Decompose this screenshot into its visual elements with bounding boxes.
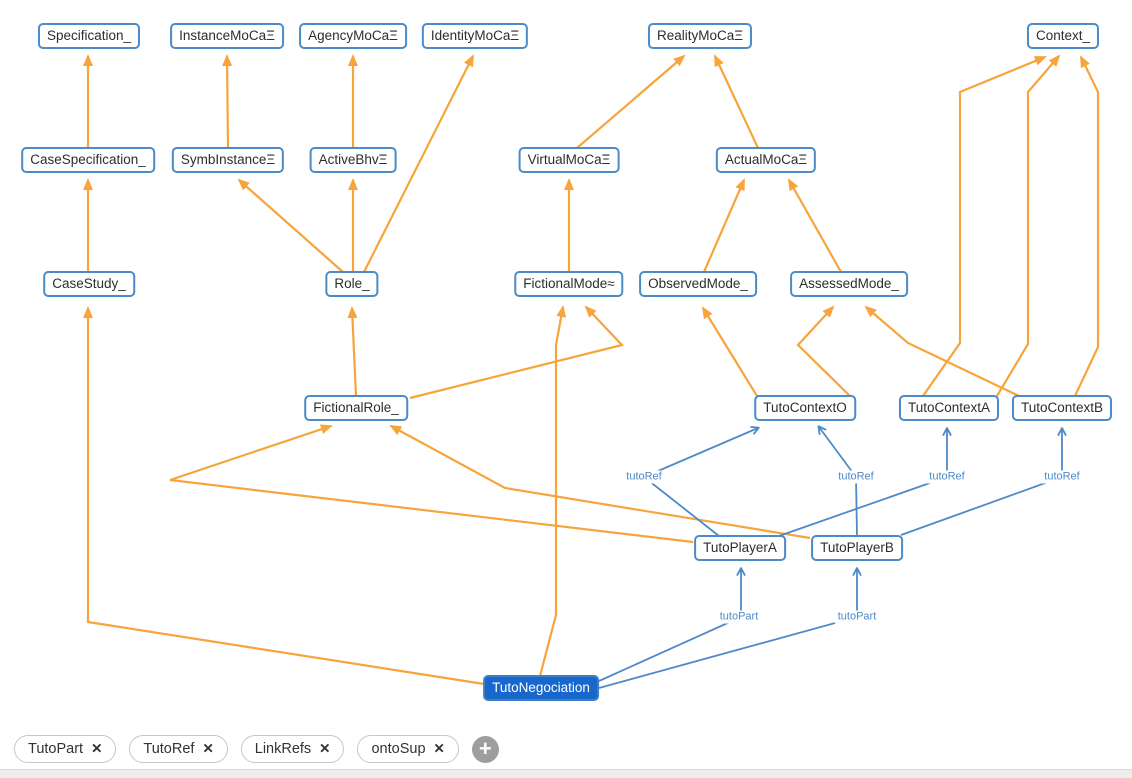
edge-tuto-context-o-observed-mode xyxy=(701,306,758,397)
node-identity-moca[interactable]: IdentityMoCaΞ xyxy=(421,23,529,49)
node-symb-instance[interactable]: SymbInstanceΞ xyxy=(171,147,285,173)
filter-chip-label: LinkRefs xyxy=(254,741,312,757)
edge-symb-instance-instance-moca xyxy=(222,54,233,149)
graph-nodes-layer: Specification_ InstanceMoCaΞ AgencyMoCaΞ Id… xyxy=(21,23,1113,701)
filter-chip-onto-sup[interactable]: ontoSup ✕ xyxy=(357,735,459,763)
node-specification[interactable]: Specification_ xyxy=(37,23,141,49)
edge-tuto-context-o-assessed-mode xyxy=(796,305,851,397)
edge-tuto-negociation-case-study xyxy=(83,306,485,686)
node-tuto-negociation[interactable]: TutoNegociation xyxy=(483,675,599,701)
edge-role-identity-moca xyxy=(363,54,474,273)
node-tuto-context-b[interactable]: TutoContextB xyxy=(1011,395,1113,421)
node-agency-moca[interactable]: AgencyMoCaΞ xyxy=(299,23,407,49)
filter-chip-tuto-ref[interactable]: TutoRef ✕ xyxy=(129,735,228,763)
node-reality-moca[interactable]: RealityMoCaΞ xyxy=(647,23,753,49)
node-case-study[interactable]: CaseStudy_ xyxy=(43,271,135,297)
edge-virtual-moca-reality-moca xyxy=(576,54,686,149)
edge-tuto-negociation-fictional-mode xyxy=(538,305,567,677)
edge-role-symb-instance xyxy=(237,178,344,273)
node-tuto-context-a[interactable]: TutoContextA xyxy=(898,395,1000,421)
edge-fictional-role-fictional-mode xyxy=(409,305,625,400)
node-tuto-player-a[interactable]: TutoPlayerA xyxy=(694,535,786,561)
remove-filter-icon[interactable]: ✕ xyxy=(91,741,103,756)
remove-filter-icon[interactable]: ✕ xyxy=(202,741,214,756)
plus-icon: + xyxy=(478,735,492,761)
node-instance-moca[interactable]: InstanceMoCaΞ xyxy=(170,23,284,49)
edge-observed-mode-actual-moca xyxy=(702,178,746,273)
node-tuto-player-b[interactable]: TutoPlayerB xyxy=(811,535,903,561)
remove-filter-icon[interactable]: ✕ xyxy=(319,741,331,756)
node-role[interactable]: Role_ xyxy=(325,271,379,297)
edge-fictional-role-role xyxy=(347,306,358,397)
filter-chip-label: TutoPart xyxy=(28,741,84,757)
node-active-bhv[interactable]: ActiveBhvΞ xyxy=(309,147,397,173)
node-case-specification[interactable]: CaseSpecification_ xyxy=(21,147,155,173)
edge-tuto-player-b-fictional-role xyxy=(389,425,811,540)
filter-chip-tuto-part[interactable]: TutoPart ✕ xyxy=(14,735,117,763)
node-observed-mode[interactable]: ObservedMode_ xyxy=(639,271,757,297)
filter-chip-label: TutoRef xyxy=(143,741,195,757)
node-fictional-role[interactable]: FictionalRole_ xyxy=(304,395,408,421)
edge-tuto-context-b-context xyxy=(1074,55,1100,397)
node-assessed-mode[interactable]: AssessedMode_ xyxy=(790,271,908,297)
edge-assessed-mode-actual-moca xyxy=(788,178,842,273)
edge-tuto-player-a-fictional-role xyxy=(169,424,694,544)
filter-bar: TutoPart ✕ TutoRef ✕ LinkRefs ✕ ontoSup ✕ + xyxy=(0,729,1132,769)
node-actual-moca[interactable]: ActualMoCaΞ xyxy=(715,147,817,173)
bottom-panel-edge xyxy=(0,769,1132,778)
node-fictional-mode[interactable]: FictionalMode≈ xyxy=(514,271,624,297)
edge-tuto-context-b-assessed-mode xyxy=(864,305,1020,397)
node-context[interactable]: Context_ xyxy=(1026,23,1100,49)
node-tuto-context-o[interactable]: TutoContextO xyxy=(754,395,856,421)
edge-actual-moca-reality-moca xyxy=(714,54,759,149)
add-filter-button[interactable]: + xyxy=(471,735,499,763)
edge-tuto-context-a-context xyxy=(996,54,1061,397)
filter-chip-link-refs[interactable]: LinkRefs ✕ xyxy=(240,735,345,763)
edge-tuto-context-a-context xyxy=(922,55,1047,397)
filter-chip-label: ontoSup xyxy=(371,741,426,757)
node-virtual-moca[interactable]: VirtualMoCaΞ xyxy=(518,147,620,173)
remove-filter-icon[interactable]: ✕ xyxy=(433,741,445,756)
